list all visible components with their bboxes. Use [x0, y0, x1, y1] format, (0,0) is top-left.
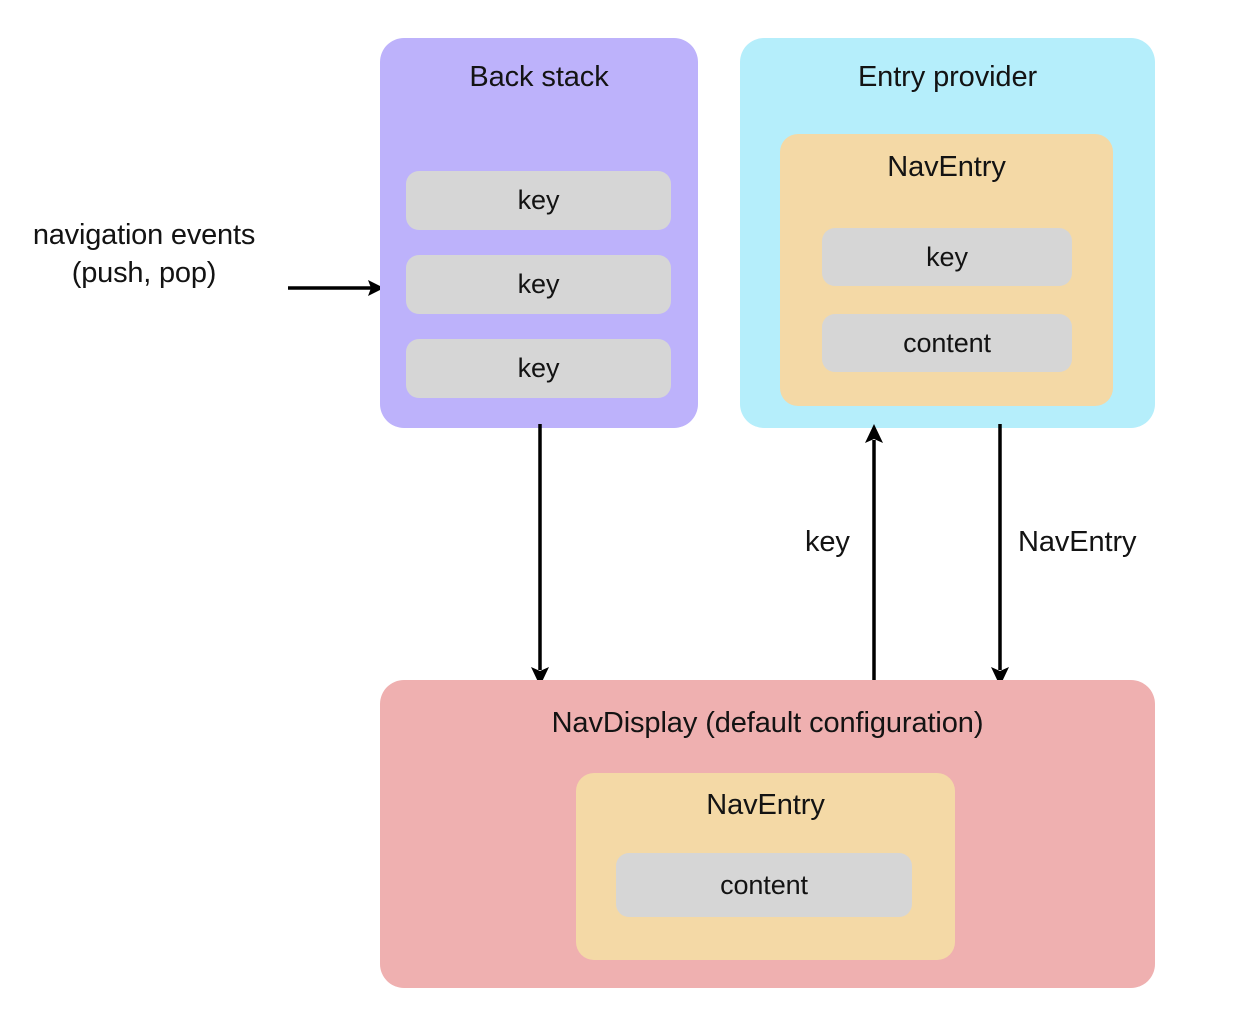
entry-provider-box: Entry provider NavEntry key content	[740, 38, 1155, 428]
navigation-events-label: navigation events (push, pop)	[8, 216, 280, 293]
nav-entry-content-slot: content	[616, 853, 912, 917]
nav-entry-key-slot: key	[822, 228, 1072, 286]
nav-entry-title: NavEntry	[887, 151, 1006, 183]
nav-display-title: NavDisplay (default configuration)	[551, 707, 984, 739]
back-stack-box: Back stack key key key	[380, 38, 698, 428]
nav-display-box: NavDisplay (default configuration) NavEn…	[380, 680, 1155, 988]
nav-entry-content-slot: content	[822, 314, 1072, 372]
back-stack-key-slot: key	[406, 255, 671, 314]
navigation-events-line1: navigation events	[32, 219, 256, 251]
back-stack-key-slot: key	[406, 339, 671, 398]
arrow-right-icon	[288, 280, 384, 296]
edge-label-nav-entry: NavEntry	[1018, 526, 1137, 558]
arrow-up-icon	[865, 424, 883, 686]
entry-provider-title: Entry provider	[857, 61, 1038, 93]
edge-label-key: key	[805, 526, 850, 558]
navigation-events-line2: (push, pop)	[71, 257, 217, 290]
entry-provider-nav-entry-box: NavEntry key content	[780, 134, 1113, 406]
back-stack-key-slot: key	[406, 171, 671, 230]
back-stack-title: Back stack	[469, 61, 609, 93]
nav-entry-title: NavEntry	[706, 789, 825, 821]
nav-display-nav-entry-box: NavEntry content	[576, 773, 955, 960]
arrow-down-icon	[531, 424, 549, 686]
